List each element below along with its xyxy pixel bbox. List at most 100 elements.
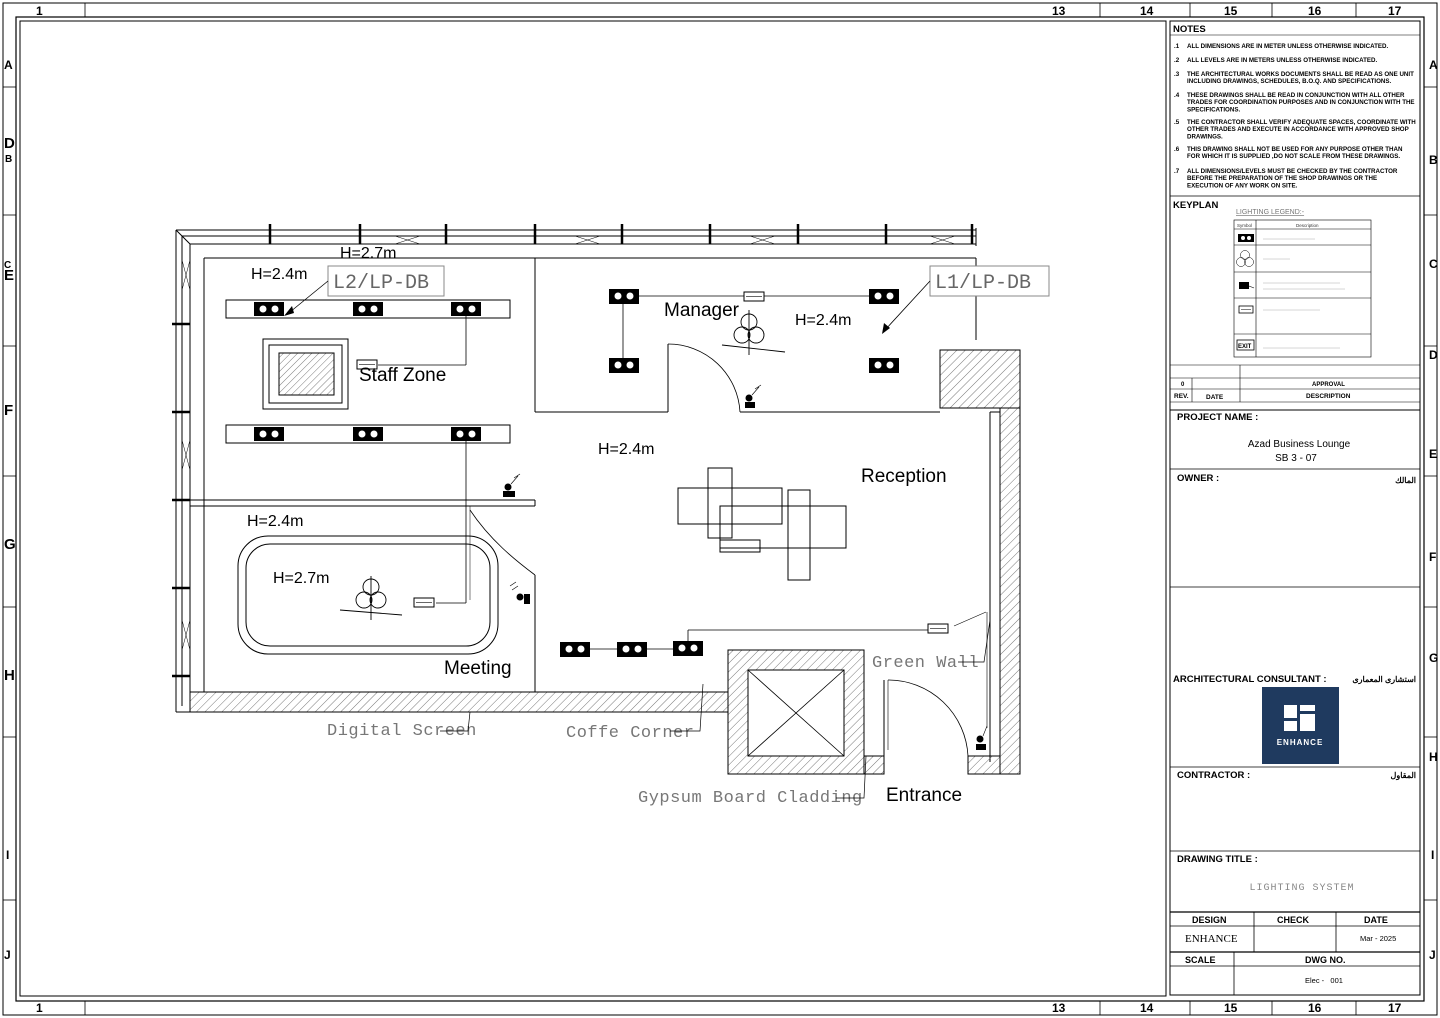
- grid-col-1-bottom: 1: [36, 1001, 43, 1015]
- legend-exit: EXIT: [1238, 344, 1252, 350]
- grid-row-f-right: F: [1429, 550, 1436, 564]
- panel-l2-label: L2/LP-DB: [333, 272, 429, 295]
- design-value: ENHANCE: [1185, 933, 1238, 945]
- panel-l2-box: [327, 265, 445, 297]
- note-line: THIS DRAWING SHALL NOT BE USED FOR ANY P…: [1187, 146, 1403, 153]
- owner-arabic: المالك: [1395, 476, 1416, 485]
- callout-green-wall: Green Wall: [872, 654, 979, 673]
- sheet-inner-border: [15, 16, 1425, 1002]
- note-line: THE ARCHITECTURAL WORKS DOCUMENTS SHALL …: [1187, 71, 1414, 78]
- note-line: ALL DIMENSIONS ARE IN METER UNLESS OTHER…: [1187, 43, 1388, 50]
- height-top: H=2.7m: [340, 245, 396, 262]
- grid-row-d-left: D: [4, 135, 15, 152]
- room-meeting: Meeting: [444, 658, 512, 679]
- legend-head-symbol: Symbol: [1237, 223, 1252, 228]
- grid-top-labels: 1 13 14 15 16 17: [36, 4, 1402, 18]
- grid-col-16-bottom: 16: [1308, 1001, 1322, 1015]
- keyplan-title: KEYPLAN: [1173, 200, 1219, 211]
- room-manager: Manager: [664, 300, 740, 321]
- title-block: NOTES .1 ALL DIMENSIONS ARE IN METER UNLE…: [1169, 20, 1421, 996]
- legend-symbols: [1236, 234, 1255, 351]
- height-labels: H=2.7m H=2.4m H=2.4m H=2.4m H=2.4m H=2.7…: [247, 245, 851, 587]
- floor-plan: [172, 224, 1021, 775]
- grid-row-b-right: B: [1429, 153, 1438, 167]
- height-manager: H=2.4m: [795, 312, 851, 329]
- grid-row-h-left: H: [4, 667, 15, 684]
- grid-row-b-left: B: [5, 154, 12, 165]
- owner-label: OWNER :: [1177, 473, 1219, 484]
- grid-col-15: 15: [1224, 4, 1238, 18]
- dwg-no: Elec - 001: [1305, 976, 1343, 985]
- grid-row-j-right: J: [1429, 948, 1436, 962]
- note-line: FOR WHICH IT IS SUPPLIED ,DO NOT SCALE F…: [1187, 153, 1400, 160]
- height-meeting-ceiling: H=2.7m: [273, 570, 329, 587]
- note-number: .1: [1174, 43, 1180, 50]
- height-meeting: H=2.4m: [247, 513, 303, 530]
- grid-row-a-left: A: [4, 58, 13, 72]
- grid-row-c-right: C: [1429, 257, 1438, 271]
- grid-row-d-right: D: [1429, 348, 1438, 362]
- contractor-arabic: المقاول: [1391, 771, 1416, 781]
- callout-coffe-corner: Coffe Corner: [566, 724, 694, 743]
- grid-col-1: 1: [36, 4, 43, 18]
- note-number: .3: [1174, 71, 1180, 78]
- panel-labels: L2/LP-DB L1/LP-DB: [284, 265, 1050, 334]
- check-label: CHECK: [1277, 915, 1310, 925]
- grid-row-f-left: F: [4, 402, 13, 419]
- grid-row-g-left: G: [4, 536, 16, 553]
- rev-number: 0: [1181, 382, 1185, 388]
- drawing-title-label: DRAWING TITLE :: [1177, 854, 1258, 865]
- grid-col-17: 17: [1388, 4, 1402, 18]
- grid-row-h-right: H: [1429, 750, 1438, 764]
- panel-l1-label: L1/LP-DB: [935, 272, 1031, 295]
- notes-list: .1 ALL DIMENSIONS ARE IN METER UNLESS OTH…: [1174, 43, 1416, 189]
- grid-col-17-bottom: 17: [1388, 1001, 1402, 1015]
- grid-col-14: 14: [1140, 4, 1154, 18]
- rev-date-header: DATE: [1206, 394, 1224, 401]
- lighting-legend: [1233, 219, 1372, 358]
- drawing-title: LIGHTING SYSTEM: [1249, 883, 1354, 894]
- legend-title: LIGHTING LEGEND:-: [1236, 209, 1305, 216]
- dwg-no-label: DWG NO.: [1305, 955, 1346, 965]
- callouts: Digital Screen Coffe Corner Green Wall G…: [327, 619, 991, 808]
- date-value: Mar - 2025: [1360, 934, 1396, 943]
- note-line: THE CONTRACTOR SHALL VERIFY ADEQUATE SPA…: [1187, 119, 1416, 126]
- room-reception: Reception: [861, 466, 947, 487]
- grid-col-13-bottom: 13: [1052, 1001, 1066, 1015]
- grid-col-16: 16: [1308, 4, 1322, 18]
- height-reception: H=2.4m: [598, 441, 654, 458]
- design-label: DESIGN: [1192, 915, 1227, 925]
- grid-col-14-bottom: 14: [1140, 1001, 1154, 1015]
- grid-row-e-right: E: [1429, 447, 1437, 461]
- arch-consultant-label: ARCHITECTURAL CONSULTANT :: [1173, 674, 1327, 685]
- rev-approval: APPROVAL: [1312, 382, 1345, 388]
- note-line: INCLUDING DRAWINGS, SCHEDULES, B.O.Q. AN…: [1187, 78, 1391, 85]
- grid-row-j-left: J: [4, 948, 11, 962]
- grid-row-c-left: C: [4, 260, 11, 271]
- note-line: ALL DIMENSIONS/LEVELS MUST BE CHECKED BY…: [1187, 168, 1398, 175]
- legend-head-desc: Description: [1296, 223, 1319, 228]
- callout-gypsum: Gypsum Board Cladding: [638, 789, 863, 808]
- room-staff-zone: Staff Zone: [359, 365, 446, 386]
- note-number: .6: [1174, 146, 1180, 153]
- notes-title: NOTES: [1173, 24, 1206, 35]
- date-label: DATE: [1364, 915, 1388, 925]
- note-line: TRADES FOR COORDINATION PURPOSES AND IN …: [1187, 99, 1415, 106]
- room-labels: Staff Zone Manager Reception Meeting Ent…: [359, 300, 962, 806]
- grid-row-e-left: E: [4, 267, 14, 284]
- callout-digital-screen: Digital Screen: [327, 722, 477, 741]
- note-number: .7: [1174, 168, 1180, 175]
- note-line: EXECUTION OF ANY WORK ON SITE.: [1187, 182, 1298, 189]
- scale-label: SCALE: [1185, 955, 1216, 965]
- light-fixtures: [254, 289, 988, 750]
- grid-row-i-right: I: [1431, 848, 1434, 862]
- grid-right-labels: A B C D E F G H I J: [1429, 58, 1438, 962]
- rev-header: REV.: [1174, 393, 1189, 400]
- arch-consultant-arabic: استشارى المعمارى: [1352, 675, 1416, 685]
- project-code: SB 3 - 07: [1275, 453, 1317, 464]
- height-staff: H=2.4m: [251, 266, 307, 283]
- project-name-label: PROJECT NAME :: [1177, 412, 1258, 423]
- note-number: .5: [1174, 119, 1180, 126]
- note-line: DRAWINGS.: [1187, 133, 1223, 140]
